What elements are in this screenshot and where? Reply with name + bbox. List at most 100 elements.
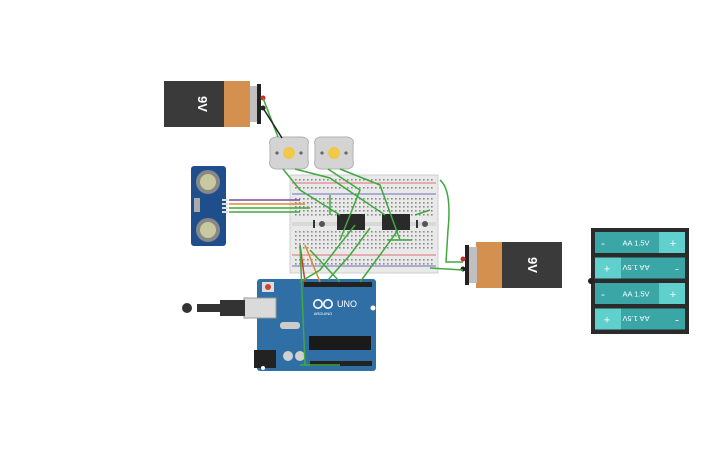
breadboard-hole (419, 210, 421, 212)
sensor-pin[interactable] (222, 199, 228, 201)
breadboard-hole (367, 206, 369, 208)
motor-shaft (328, 147, 340, 159)
ultrasonic-sensor[interactable] (191, 166, 228, 246)
breadboard-hole (391, 235, 393, 237)
wire[interactable] (262, 97, 279, 138)
motor-right[interactable] (314, 136, 354, 170)
breadboard-hole (367, 210, 369, 212)
sensor-pin[interactable] (222, 207, 228, 209)
wire[interactable] (299, 244, 306, 366)
aa-cell-label: AA 1.5V (622, 314, 649, 323)
breadboard-hole (367, 187, 369, 189)
wire[interactable] (294, 168, 386, 216)
sensor-pin[interactable] (222, 211, 228, 213)
breadboard-hole (319, 263, 321, 265)
aa-cell[interactable]: +-AA 1.5V (595, 232, 685, 253)
battery-9v-top[interactable]: 9V (164, 81, 266, 127)
breadboard-hole (323, 187, 325, 189)
breadboard[interactable] (289, 174, 439, 274)
wire[interactable] (429, 267, 464, 271)
breadboard-hole (335, 179, 337, 181)
wire[interactable] (282, 168, 341, 216)
arduino-uno[interactable]: ARDUINO UNO (182, 279, 376, 371)
breadboard-hole (387, 179, 389, 181)
breadboard-hole (359, 187, 361, 189)
wire[interactable] (299, 224, 356, 283)
breadboard-hole (319, 187, 321, 189)
breadboard-hole (335, 198, 337, 200)
power-jack[interactable] (254, 350, 276, 368)
sensor-pin[interactable] (222, 203, 228, 205)
breadboard-hole (303, 231, 305, 233)
breadboard-hole (355, 259, 357, 261)
breadboard-hole (403, 247, 405, 249)
breadboard-hole (331, 247, 333, 249)
breadboard-hole (427, 247, 429, 249)
breadboard-hole (411, 179, 413, 181)
usb-plug[interactable] (220, 300, 245, 316)
breadboard-hole (407, 187, 409, 189)
motor-left[interactable] (269, 136, 309, 170)
pack-wire-terminal[interactable] (588, 278, 594, 284)
breadboard-hole (391, 179, 393, 181)
wire[interactable] (309, 249, 341, 283)
breadboard-hole (327, 210, 329, 212)
wire[interactable] (359, 229, 399, 283)
breadboard-hole (315, 243, 317, 245)
wire[interactable] (327, 168, 361, 241)
battery-9v-right[interactable]: 9V (460, 242, 563, 288)
breadboard-hole (415, 231, 417, 233)
terminal-positive[interactable] (460, 256, 466, 262)
breadboard-hole (335, 231, 337, 233)
aa-cell[interactable]: +-AA 1.5V (595, 283, 685, 304)
breadboard-hole (295, 214, 297, 216)
breadboard-hole (407, 235, 409, 237)
breadboard-hole (371, 214, 373, 216)
reset-button[interactable] (265, 284, 271, 290)
breadboard-hole (295, 239, 297, 241)
breadboard-hole (359, 179, 361, 181)
aa-battery-pack[interactable]: +-AA 1.5V +-AA 1.5V +-AA 1.5V +-AA 1.5V (588, 228, 689, 334)
breadboard-hole (335, 214, 337, 216)
breadboard-hole (423, 247, 425, 249)
wire[interactable] (339, 168, 401, 241)
breadboard-hole (383, 259, 385, 261)
usb-port[interactable] (243, 297, 277, 319)
breadboard-hole (335, 206, 337, 208)
breadboard-hole (399, 187, 401, 189)
breadboard-hole (359, 247, 361, 249)
breadboard-hole (371, 247, 373, 249)
aa-cell-cap (595, 257, 621, 279)
breadboard-hole (331, 259, 333, 261)
breadboard-hole (383, 210, 385, 212)
wire[interactable] (414, 209, 431, 216)
wire[interactable] (304, 244, 321, 283)
aa-cell[interactable]: +-AA 1.5V (595, 308, 685, 330)
breadboard-hole (319, 198, 321, 200)
breadboard-hole (295, 263, 297, 265)
breadboard-hole (315, 198, 317, 200)
breadboard-hole (407, 243, 409, 245)
breadboard-hole (307, 187, 309, 189)
breadboard-hole (399, 202, 401, 204)
breadboard-hole (331, 239, 333, 241)
breadboard-hole (319, 235, 321, 237)
breadboard-hole (319, 206, 321, 208)
wire[interactable] (439, 179, 463, 263)
wire[interactable] (327, 227, 371, 281)
breadboard-hole (407, 263, 409, 265)
breadboard-hole (367, 243, 369, 245)
breadboard-hole (323, 214, 325, 216)
breadboard-hole (415, 179, 417, 181)
breadboard-hole (415, 202, 417, 204)
breadboard-hole (351, 187, 353, 189)
breadboard-hole (407, 210, 409, 212)
wire[interactable] (262, 107, 283, 139)
breadboard-hole (427, 198, 429, 200)
breadboard-hole (307, 247, 309, 249)
terminal-negative[interactable] (460, 266, 466, 272)
breadboard-hole (431, 214, 433, 216)
ic-chip-left (337, 214, 365, 230)
aa-cell[interactable]: +-AA 1.5V (595, 257, 685, 279)
breadboard-hole (407, 198, 409, 200)
